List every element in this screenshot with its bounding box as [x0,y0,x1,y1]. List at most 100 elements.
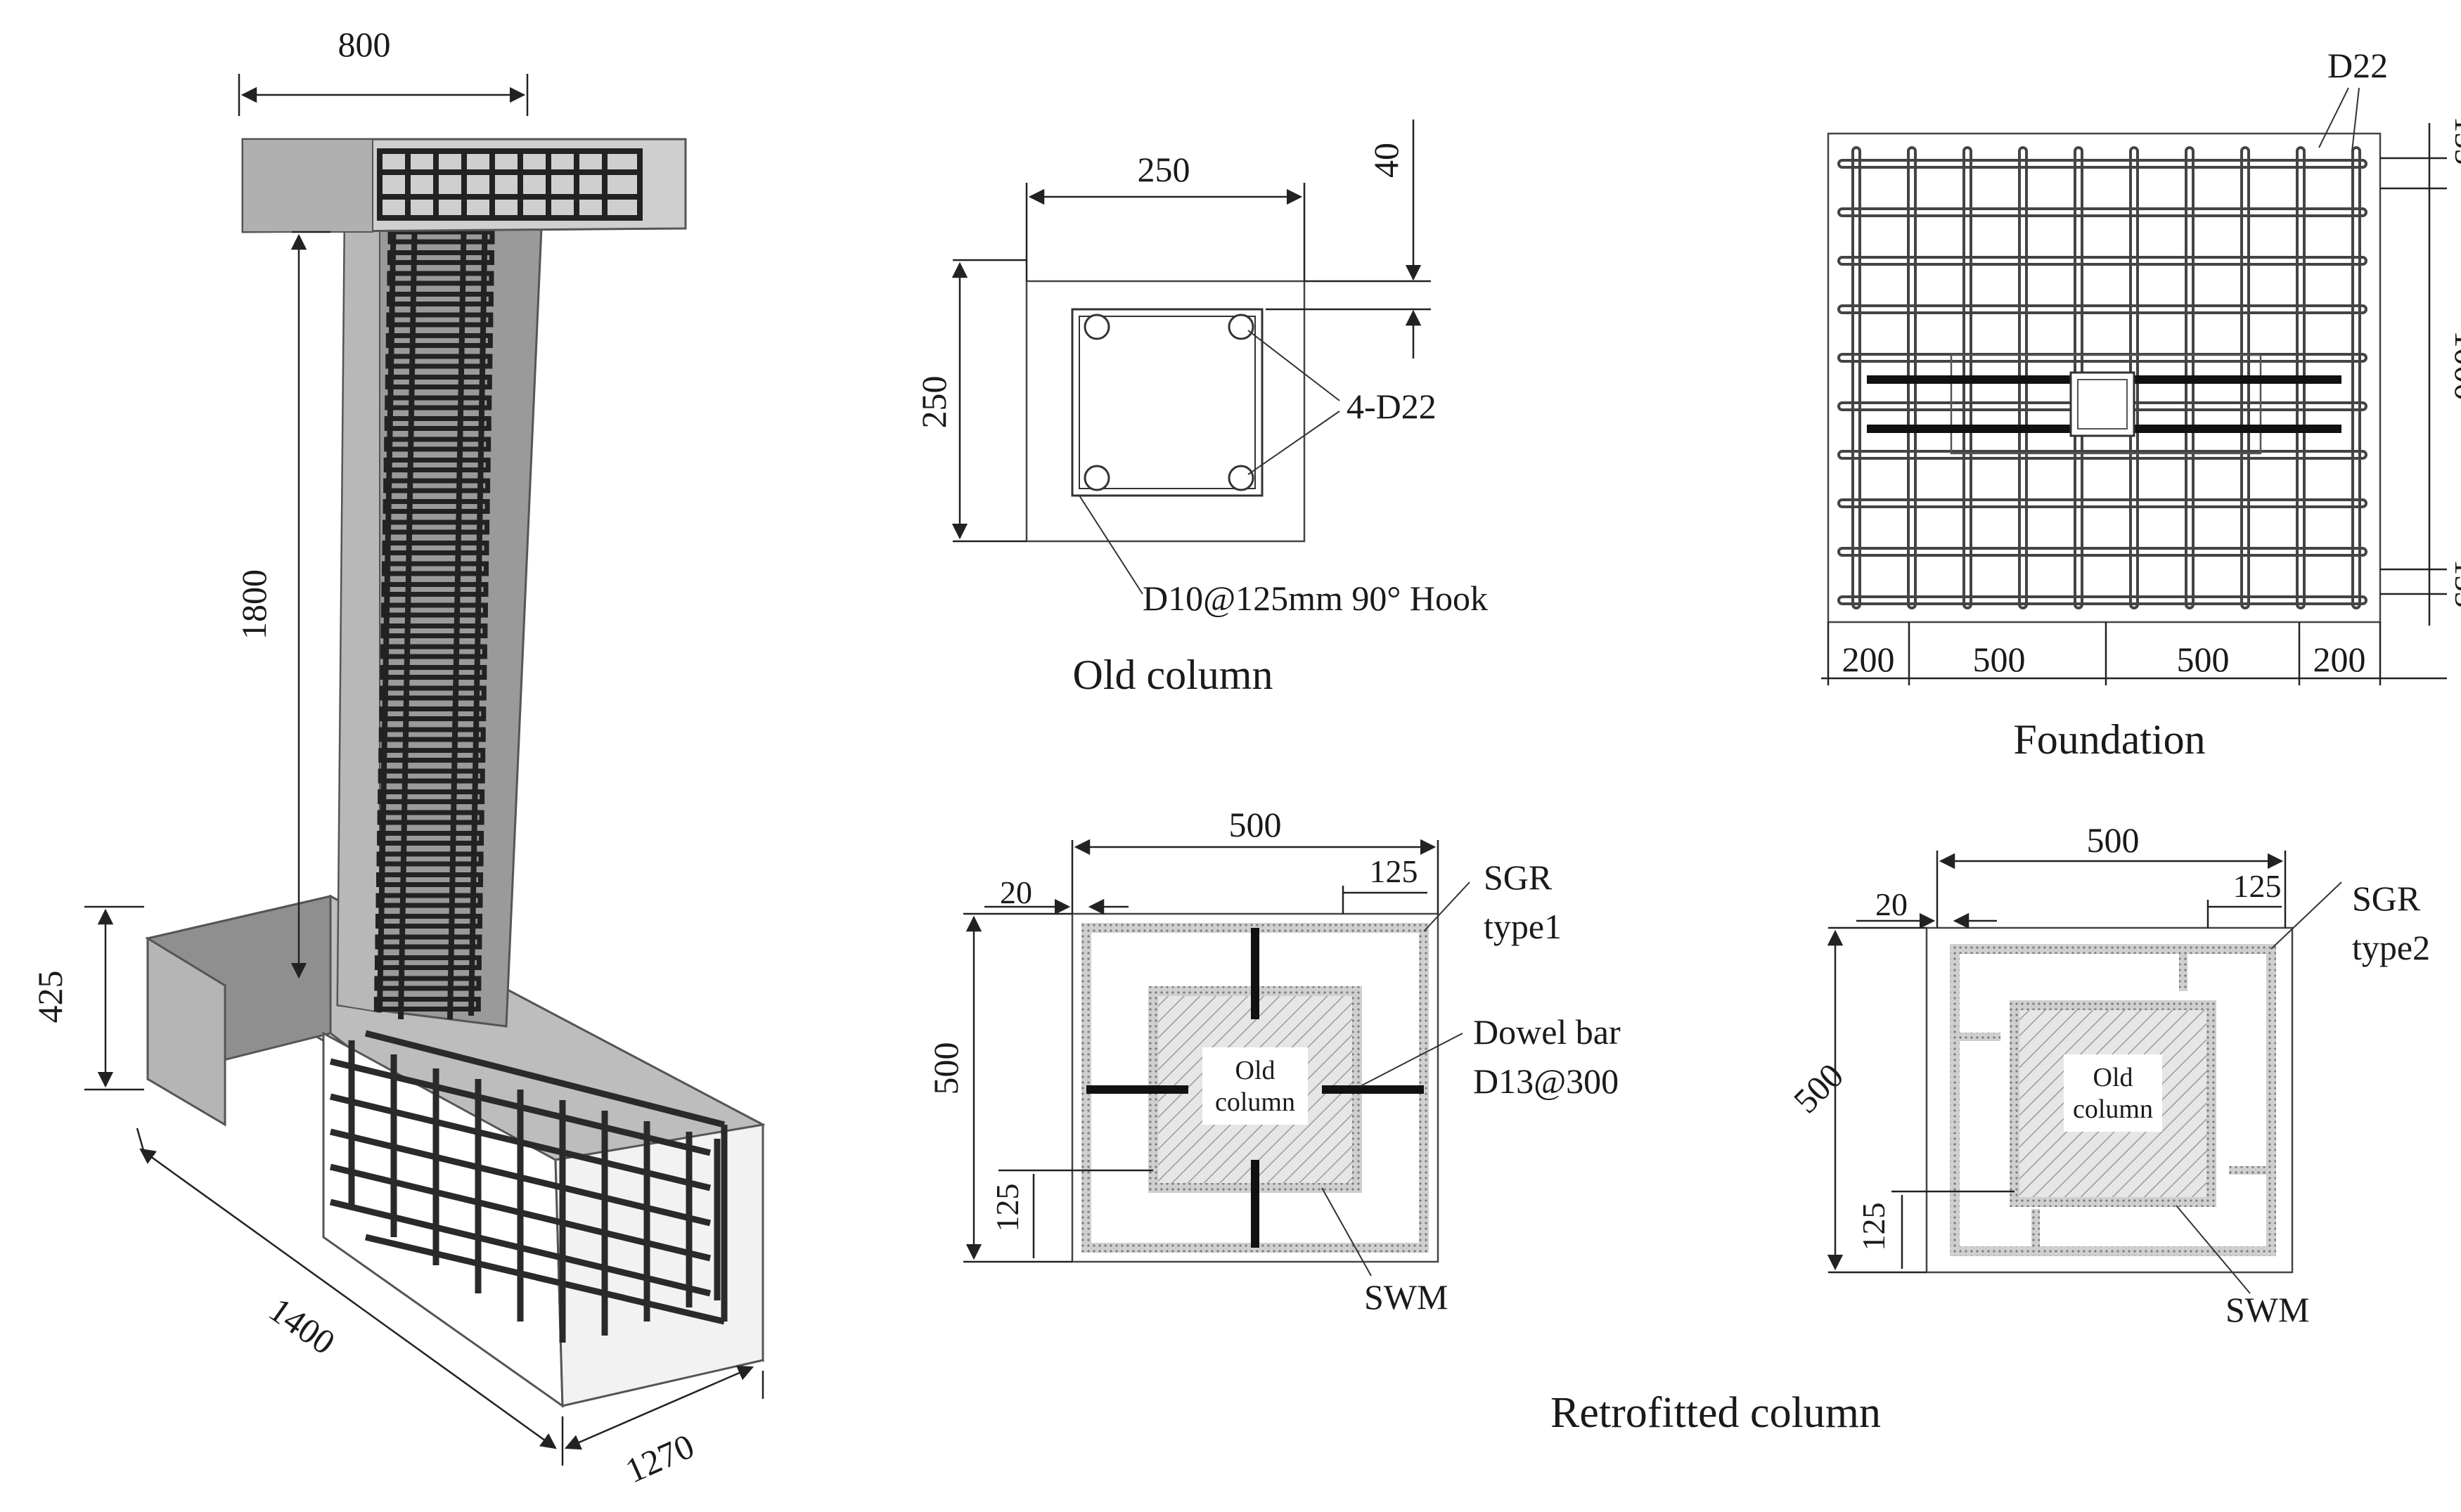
retrofit2-sgr [1950,944,2276,1256]
column-tie [374,976,482,991]
column-tie [383,458,491,472]
foundation-bar-horizontal [1837,207,2367,217]
foundation-bar-horizontal [1837,595,2367,605]
column-tie [380,602,488,618]
column-tie [375,934,482,950]
retrofit2-swm-label: SWM [2225,1290,2309,1329]
retrofit2-old-label-2: column [2073,1094,2153,1124]
column-tie [382,561,489,576]
retrofit2-width-label: 500 [2087,820,2140,860]
retrofit1-sgr-label-1: SGR [1484,858,1553,897]
foundation-plan: 135 1000 135 D22 200 500 500 200 Foundat… [1821,46,2461,763]
retrofit1-swm-label: SWM [1364,1277,1448,1317]
column-tie [378,727,486,742]
foundation-dim-bottom-2: 500 [1973,640,2026,679]
retrofit2-old-label-1: Old [2093,1063,2133,1092]
retrofit1-offset-left-label: 125 [989,1184,1025,1232]
column-tie [380,644,487,659]
rebar-bar [1228,465,1254,491]
old-column-title: Old column [1073,652,1273,698]
retrofit1-dowel-bars [1086,928,1424,1248]
foundation-dim-bottom-1: 200 [1842,640,1895,679]
column-tie [379,685,487,701]
retrofit2-sgr-label-2: type2 [2352,928,2430,967]
foundation-title: Foundation [2013,716,2205,763]
column-tie [377,810,484,825]
foundation-bar-label: D22 [2327,46,2388,85]
foundation-bar-horizontal [1837,498,2367,508]
column-tie [385,395,492,411]
column-tie [387,271,494,286]
column-tie [384,437,491,452]
old-column-tie-label: D10@125mm 90° Hook [1143,579,1488,618]
column-tie [378,748,486,763]
rebar-bar [1084,314,1110,340]
dim-column-height: 1800 [234,231,330,979]
column-tie [375,914,482,929]
foundation-bar-horizontal [1837,547,2367,557]
retrofit1-sgr-label-2: type1 [1484,907,1562,946]
retrofit1-old-label-1: Old [1235,1056,1276,1085]
column-tie [380,665,487,680]
old-column-tie [1071,308,1264,497]
old-column-section: 250 250 40 4-D22 D10@125mm 90° Hook Old … [914,119,1488,698]
foundation-dim-bottom-3: 500 [2177,640,2230,679]
dim-top-width-label: 800 [338,25,391,64]
retrofit1-offset-top-label: 125 [1370,853,1418,889]
column-tie [387,250,494,265]
column-tie [376,872,484,887]
retrofit2-offset-left-label: 125 [1856,1203,1891,1251]
old-column-bars-label: 4-D22 [1347,387,1437,426]
column-tie [386,292,494,306]
column-tie [379,706,487,721]
column-tie [377,831,484,846]
column-tie [374,955,482,970]
column-tie [385,354,493,369]
dim-column-height-label: 1800 [234,569,274,640]
column-shaft [336,210,543,1028]
column-tie [385,333,493,348]
column-tie [381,582,489,597]
column-tie [383,499,490,514]
column-tie [385,375,492,389]
old-column-height-label: 250 [914,376,953,429]
column-tie [378,768,485,784]
column-tie [384,416,491,431]
rebar-bar [1228,314,1254,340]
rebar-bar [1084,465,1110,491]
foundation-dim-top: 135 [2448,117,2461,165]
column-tie [386,312,494,328]
dim-foundation-length-label: 1400 [262,1289,342,1362]
column-tie [383,478,491,493]
column-tie [376,851,484,867]
foundation-dim-middle: 1000 [2448,330,2461,401]
retrofit1-height-label: 500 [926,1042,965,1095]
dim-foundation-width-label: 1270 [619,1426,700,1491]
retrofit-type2-section: Old column 500 500 20 125 125 SGR type2 … [1786,820,2430,1329]
foundation-bar-horizontal [1837,159,2367,169]
column-tie [378,789,485,804]
column-tie [382,541,489,555]
retrofit2-offset-top-label: 125 [2233,868,2282,904]
column-tie [373,997,481,1012]
retrofit2-cover-label: 20 [1875,886,1908,922]
old-column-width-label: 250 [1138,150,1190,189]
foundation-bar-horizontal [1837,304,2367,314]
retrofitted-column-title: Retrofitted column [1550,1389,1881,1437]
foundation-dim-bottom: 135 [2448,560,2461,608]
retrofit2-stiffeners [1958,952,2268,1248]
old-column-cover-label: 40 [1366,143,1406,178]
column-tie [380,623,488,638]
column-tie [387,229,495,245]
dim-top-width: 800 [238,25,529,116]
retrofit1-dowel-label-2: D13@300 [1473,1061,1619,1101]
column-top-stub [241,138,687,233]
retrofit2-sgr-label-1: SGR [2352,879,2421,918]
foundation-bar-horizontal [1837,450,2367,460]
retrofit1-cover-label: 20 [1000,874,1032,910]
foundation-bar-vertical [2351,146,2361,609]
foundation-bar-vertical [1851,146,1861,609]
foundation-bar-horizontal [1837,256,2367,266]
retrofit1-old-label-2: column [1215,1087,1295,1117]
